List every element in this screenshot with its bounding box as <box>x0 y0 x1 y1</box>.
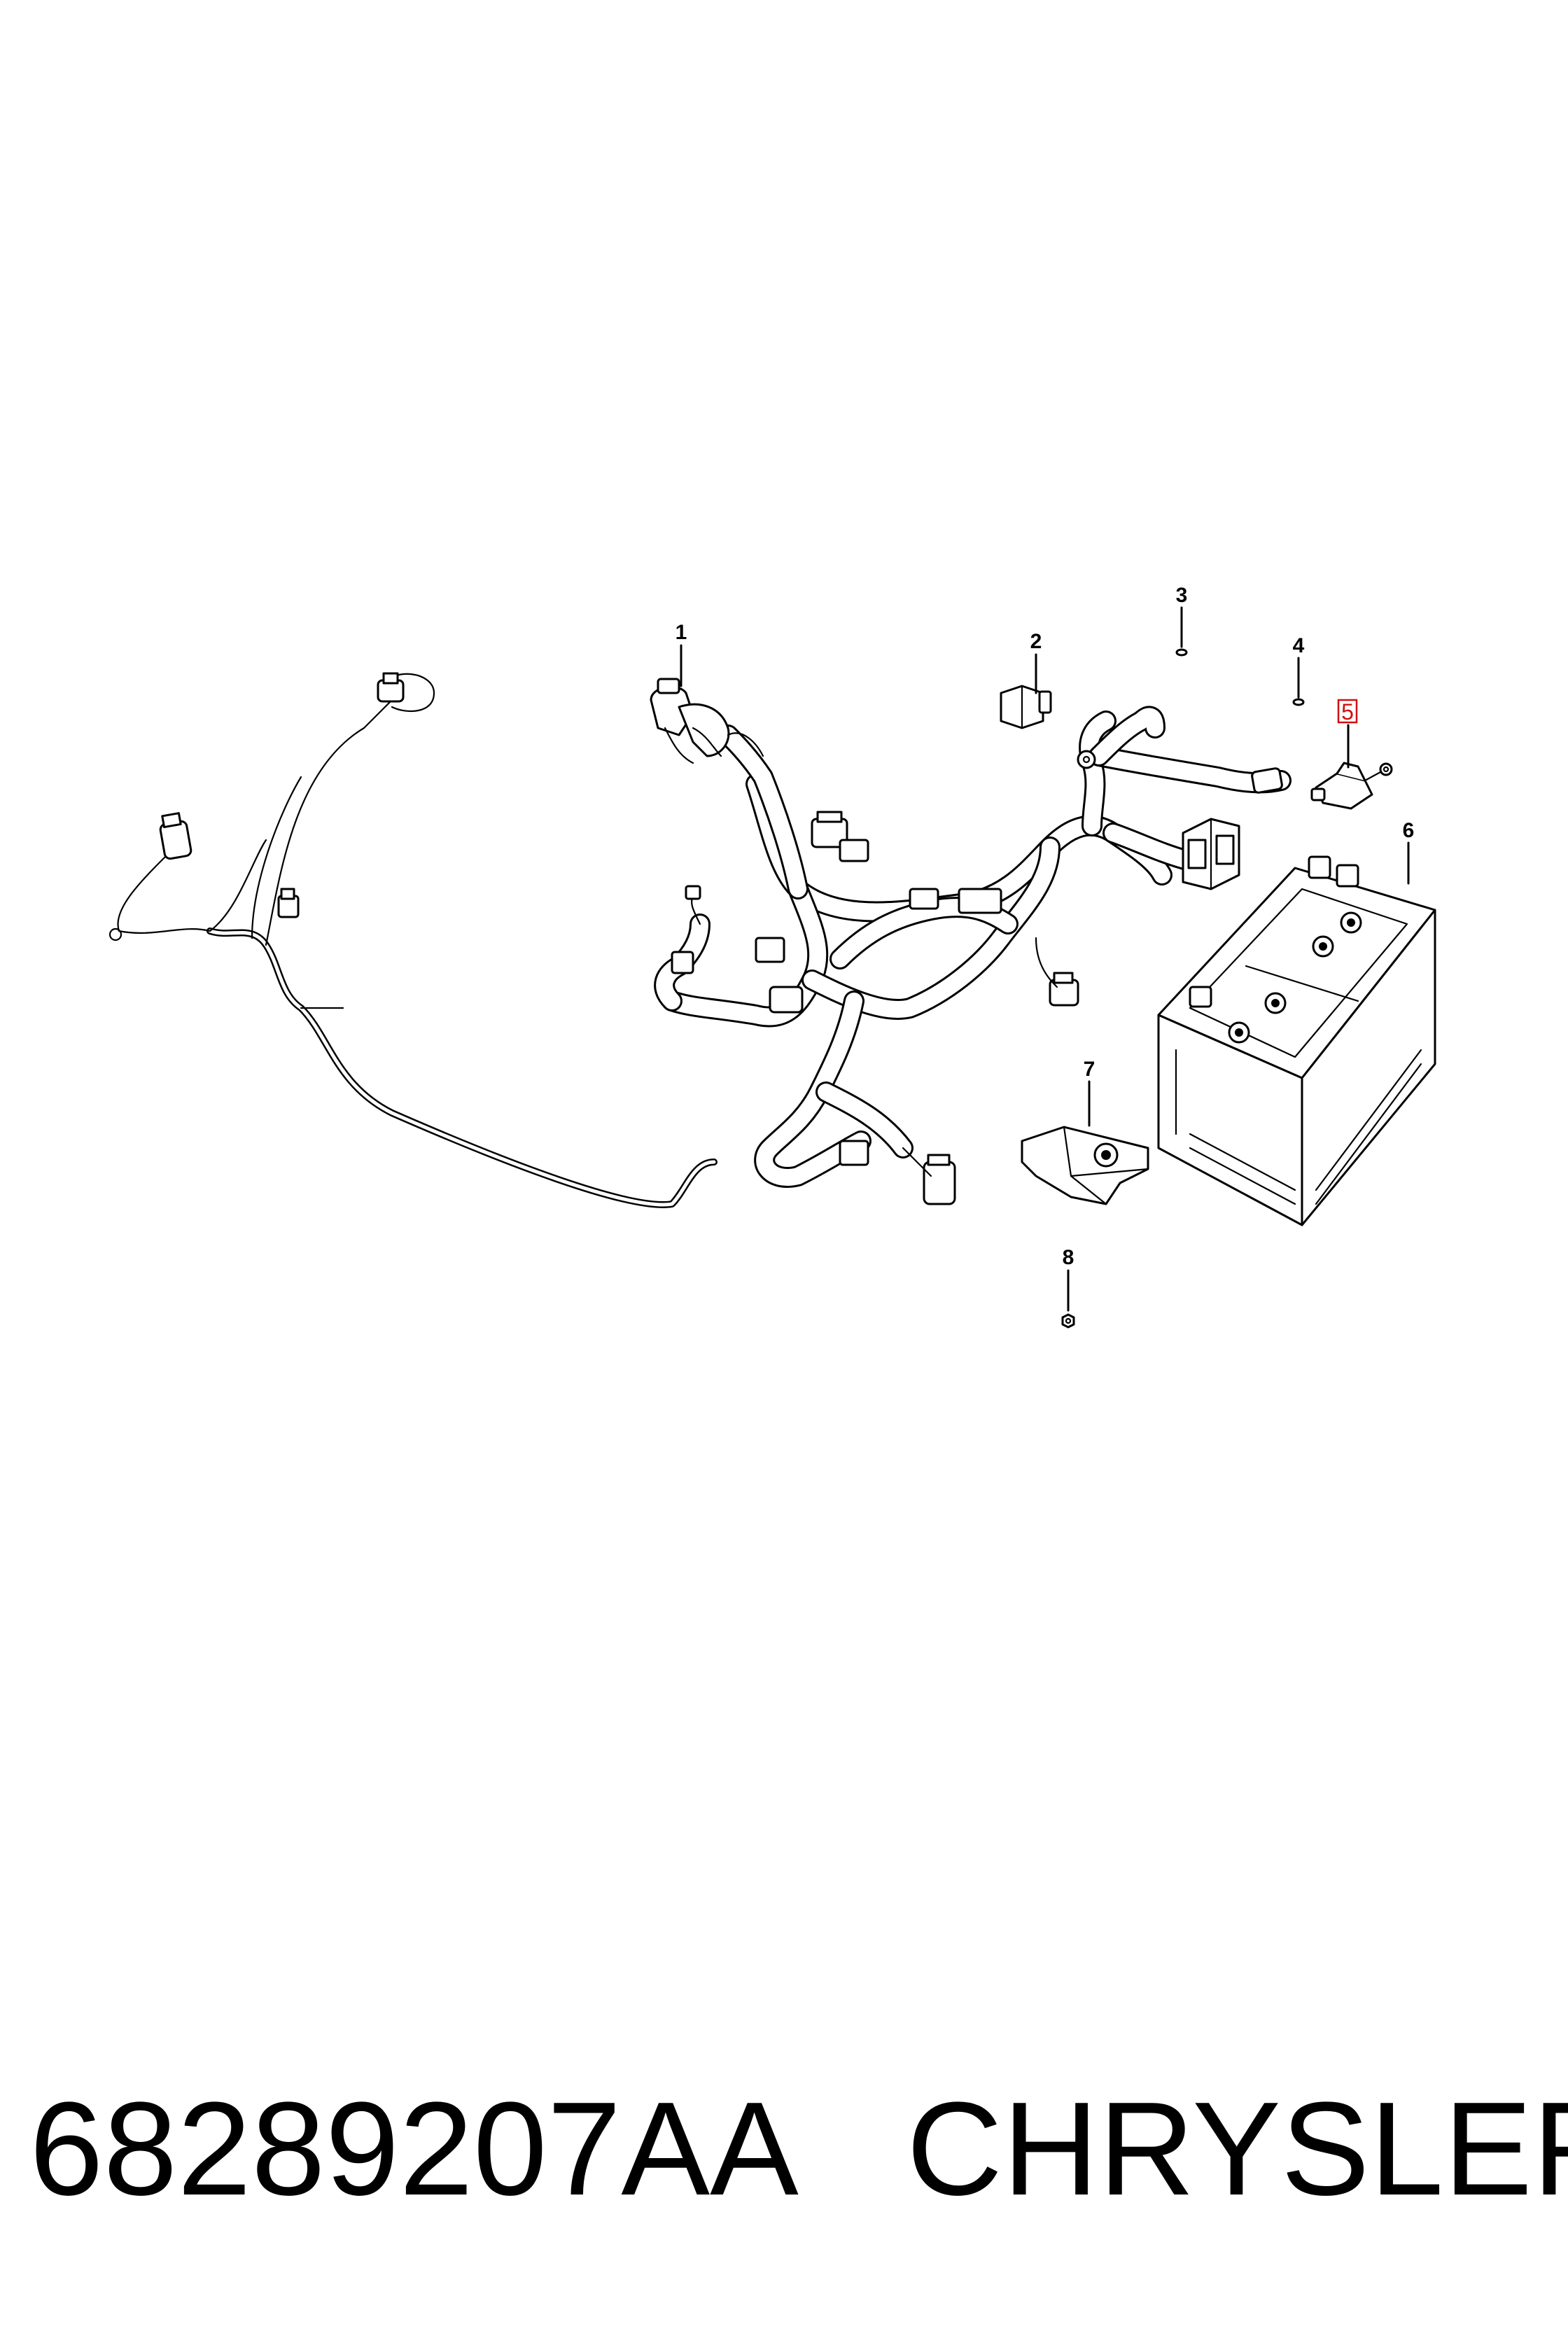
wiring-harness <box>108 672 1292 1208</box>
part-3-fastener <box>1175 648 1188 657</box>
part-8-nut <box>1061 1313 1075 1329</box>
callout-3: 3 <box>1176 584 1188 607</box>
part-4-fastener <box>1292 698 1305 706</box>
callout-8: 8 <box>1063 1246 1074 1269</box>
leader-lines <box>680 606 1410 1312</box>
part-number: 68289207AA <box>29 2075 799 2223</box>
callouts: 1 2 3 4 5 6 7 8 <box>676 584 1415 1269</box>
callout-2: 2 <box>1030 630 1042 653</box>
callout-7: 7 <box>1084 1058 1096 1081</box>
part-7-terminal-cover <box>1021 1126 1149 1205</box>
part-2-connector <box>1000 685 1052 729</box>
callout-1: 1 <box>676 621 687 644</box>
part-5-battery-sensor <box>1310 762 1393 810</box>
callout-5: 5 <box>1341 699 1354 724</box>
callout-6: 6 <box>1403 819 1415 842</box>
part-6-battery <box>1157 855 1436 1226</box>
callout-4: 4 <box>1293 634 1305 657</box>
brand-name: CHRYSLER <box>906 2075 1568 2223</box>
callout-5-highlight-box <box>1337 699 1358 724</box>
